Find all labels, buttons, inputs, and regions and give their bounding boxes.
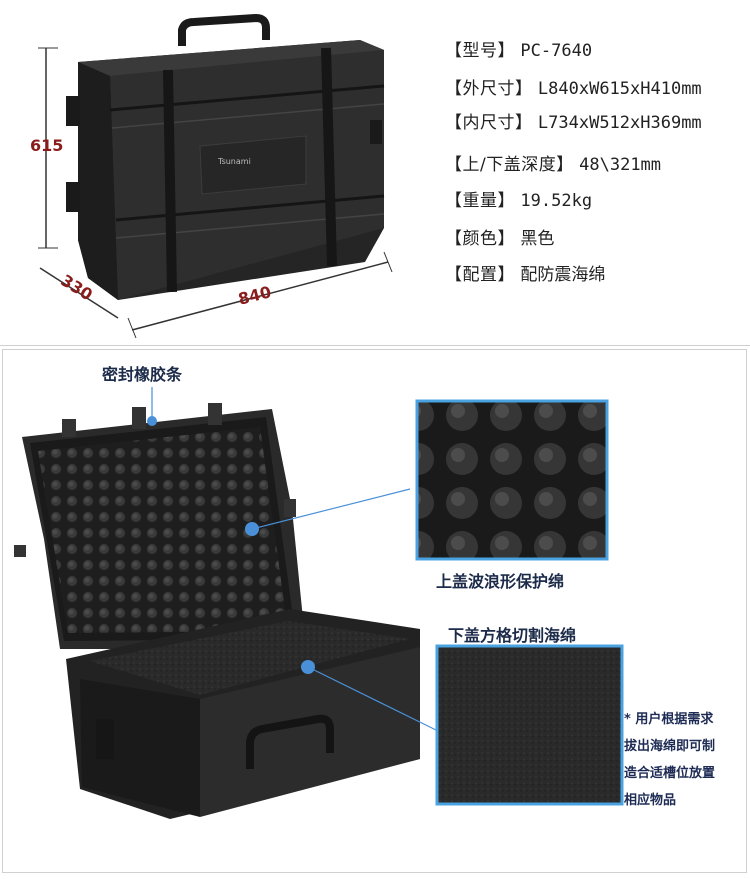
base-foam-label: 下盖方格切割海绵 [448, 626, 577, 645]
spec-row-config: 【配置】 配防震海绵 [445, 265, 606, 285]
case-lid [14, 403, 306, 649]
section-divider [0, 345, 750, 346]
case-base [66, 609, 420, 819]
lid-foam-label: 上盖波浪形保护绵 [436, 572, 565, 591]
base-foam-pointer-dot [301, 660, 315, 674]
seal-strip-label: 密封橡胶条 [102, 365, 183, 384]
spec-row-color: 【颜色】 黑色 [445, 229, 555, 249]
base-foam-closeup [435, 644, 624, 806]
interior-section [2, 349, 747, 873]
spec-row-inner-size: 【内尺寸】 L734xW512xH369mm [445, 113, 702, 133]
lid-foam-pointer-line [251, 488, 411, 530]
dimension-height-label: 615 [30, 136, 64, 155]
product-spec-section: Tsunami 615 330 840 【型号】 PC-7640 【外尺寸】 L… [0, 0, 750, 345]
note-line-3: 造合适槽位放置 [624, 766, 716, 781]
spec-row-outer-size: 【外尺寸】 L840xW615xH410mm [445, 79, 702, 99]
seal-pointer-dot [147, 416, 157, 426]
note-line-2: 拔出海绵即可制 [624, 739, 716, 754]
lid-foam-closeup [415, 399, 609, 561]
closed-case-image: Tsunami [38, 13, 393, 339]
case-brand-label: Tsunami [217, 157, 251, 166]
base-foam-pointer-line [307, 666, 439, 732]
spec-row-lid-depth: 【上/下盖深度】 48\321mm [445, 155, 662, 175]
spec-row-weight: 【重量】 19.52kg [445, 191, 593, 211]
note-line-4: 相应物品 [624, 793, 677, 808]
spec-row-model: 【型号】 PC-7640 [445, 41, 593, 61]
note-line-1: * 用户根据需求 [624, 712, 714, 727]
case-body [66, 13, 385, 300]
open-case-image [14, 387, 624, 819]
lid-foam-pointer-dot [245, 522, 259, 536]
